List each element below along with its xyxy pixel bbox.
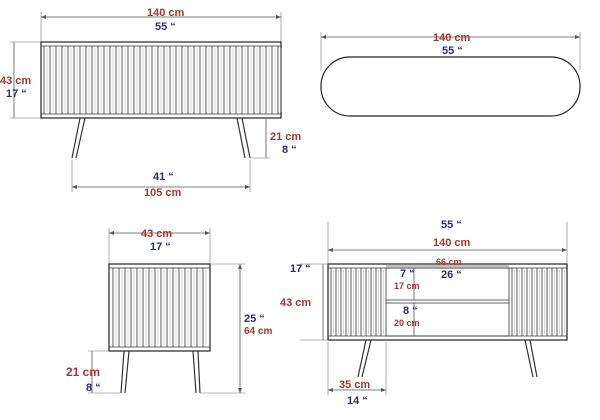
open-slats-right [511, 268, 565, 336]
open-leg-right [524, 339, 534, 378]
open-lower-height-in: 8 “ [403, 305, 418, 317]
open-width-cm: 140 cm [433, 237, 471, 249]
open-compartment [385, 267, 510, 337]
front-leg-height-cm: 21 cm [270, 131, 301, 143]
open-height-cm: 43 cm [280, 297, 311, 309]
front-width-in: 55 “ [155, 21, 176, 33]
front-leg-left [71, 117, 81, 159]
top-width-in: 55 “ [442, 45, 463, 57]
front-leg-height-in: 8 “ [282, 144, 297, 156]
side-leg-height-in: 8 “ [86, 382, 101, 394]
side-leg-height-cm: 21 cm [66, 365, 100, 379]
front-leg-right [236, 117, 246, 159]
side-leg-right-inner [197, 350, 201, 394]
top-view-outline [320, 56, 581, 117]
open-leg-left-inner [361, 339, 372, 378]
open-shelf-width-in: 26 “ [441, 269, 462, 281]
top-view: 140 cm 55 “ [320, 32, 581, 117]
open-leg-left [357, 339, 367, 378]
front-leg-span-cm: 105 cm [144, 187, 182, 199]
side-slats [112, 268, 207, 347]
side-depth-in: 17 “ [150, 241, 171, 253]
front-height-cm: 43 cm [0, 75, 31, 87]
side-cabinet-body [108, 263, 211, 352]
side-leg-right [192, 350, 197, 394]
front-height-in: 17 “ [6, 88, 27, 100]
front-leg-span-in: 41 “ [153, 171, 174, 183]
open-front-view: 55 “ 140 cm 66 cm 26 “ 7 “ 17 cm 8 “ 20 … [280, 219, 568, 407]
top-width-cm: 140 cm [433, 32, 471, 44]
open-leg-right-inner [529, 339, 538, 378]
front-leg-left-inner [75, 117, 86, 159]
open-slats-left [330, 268, 384, 336]
side-depth-cm: 43 cm [141, 228, 172, 240]
open-upper-height-cm: 17 cm [394, 281, 420, 291]
open-lower-height-cm: 20 cm [394, 318, 420, 328]
side-leg-left-inner [124, 350, 130, 394]
side-height-cm: 64 cm [244, 326, 272, 337]
open-shelf-width-cm: 66 cm [436, 257, 462, 267]
front-width-cm: 140 cm [147, 7, 185, 19]
front-leg-right-inner [241, 117, 251, 159]
open-width-in: 55 “ [441, 219, 462, 231]
front-slats [43, 46, 282, 114]
side-view: 43 cm 17 “ 25 “ 64 cm 21 cm 8 “ [66, 228, 272, 394]
open-upper-height-in: 7 “ [400, 268, 415, 280]
open-door-width-cm: 35 cm [339, 379, 370, 391]
side-height-in: 25 “ [244, 313, 265, 325]
open-height-in: 17 “ [290, 263, 311, 275]
open-door-width-in: 14 “ [347, 395, 368, 407]
side-leg-left [120, 350, 125, 394]
front-view: 140 cm 55 “ 43 cm 17 “ 21 cm 8 “ 41 “ 10… [0, 7, 301, 199]
